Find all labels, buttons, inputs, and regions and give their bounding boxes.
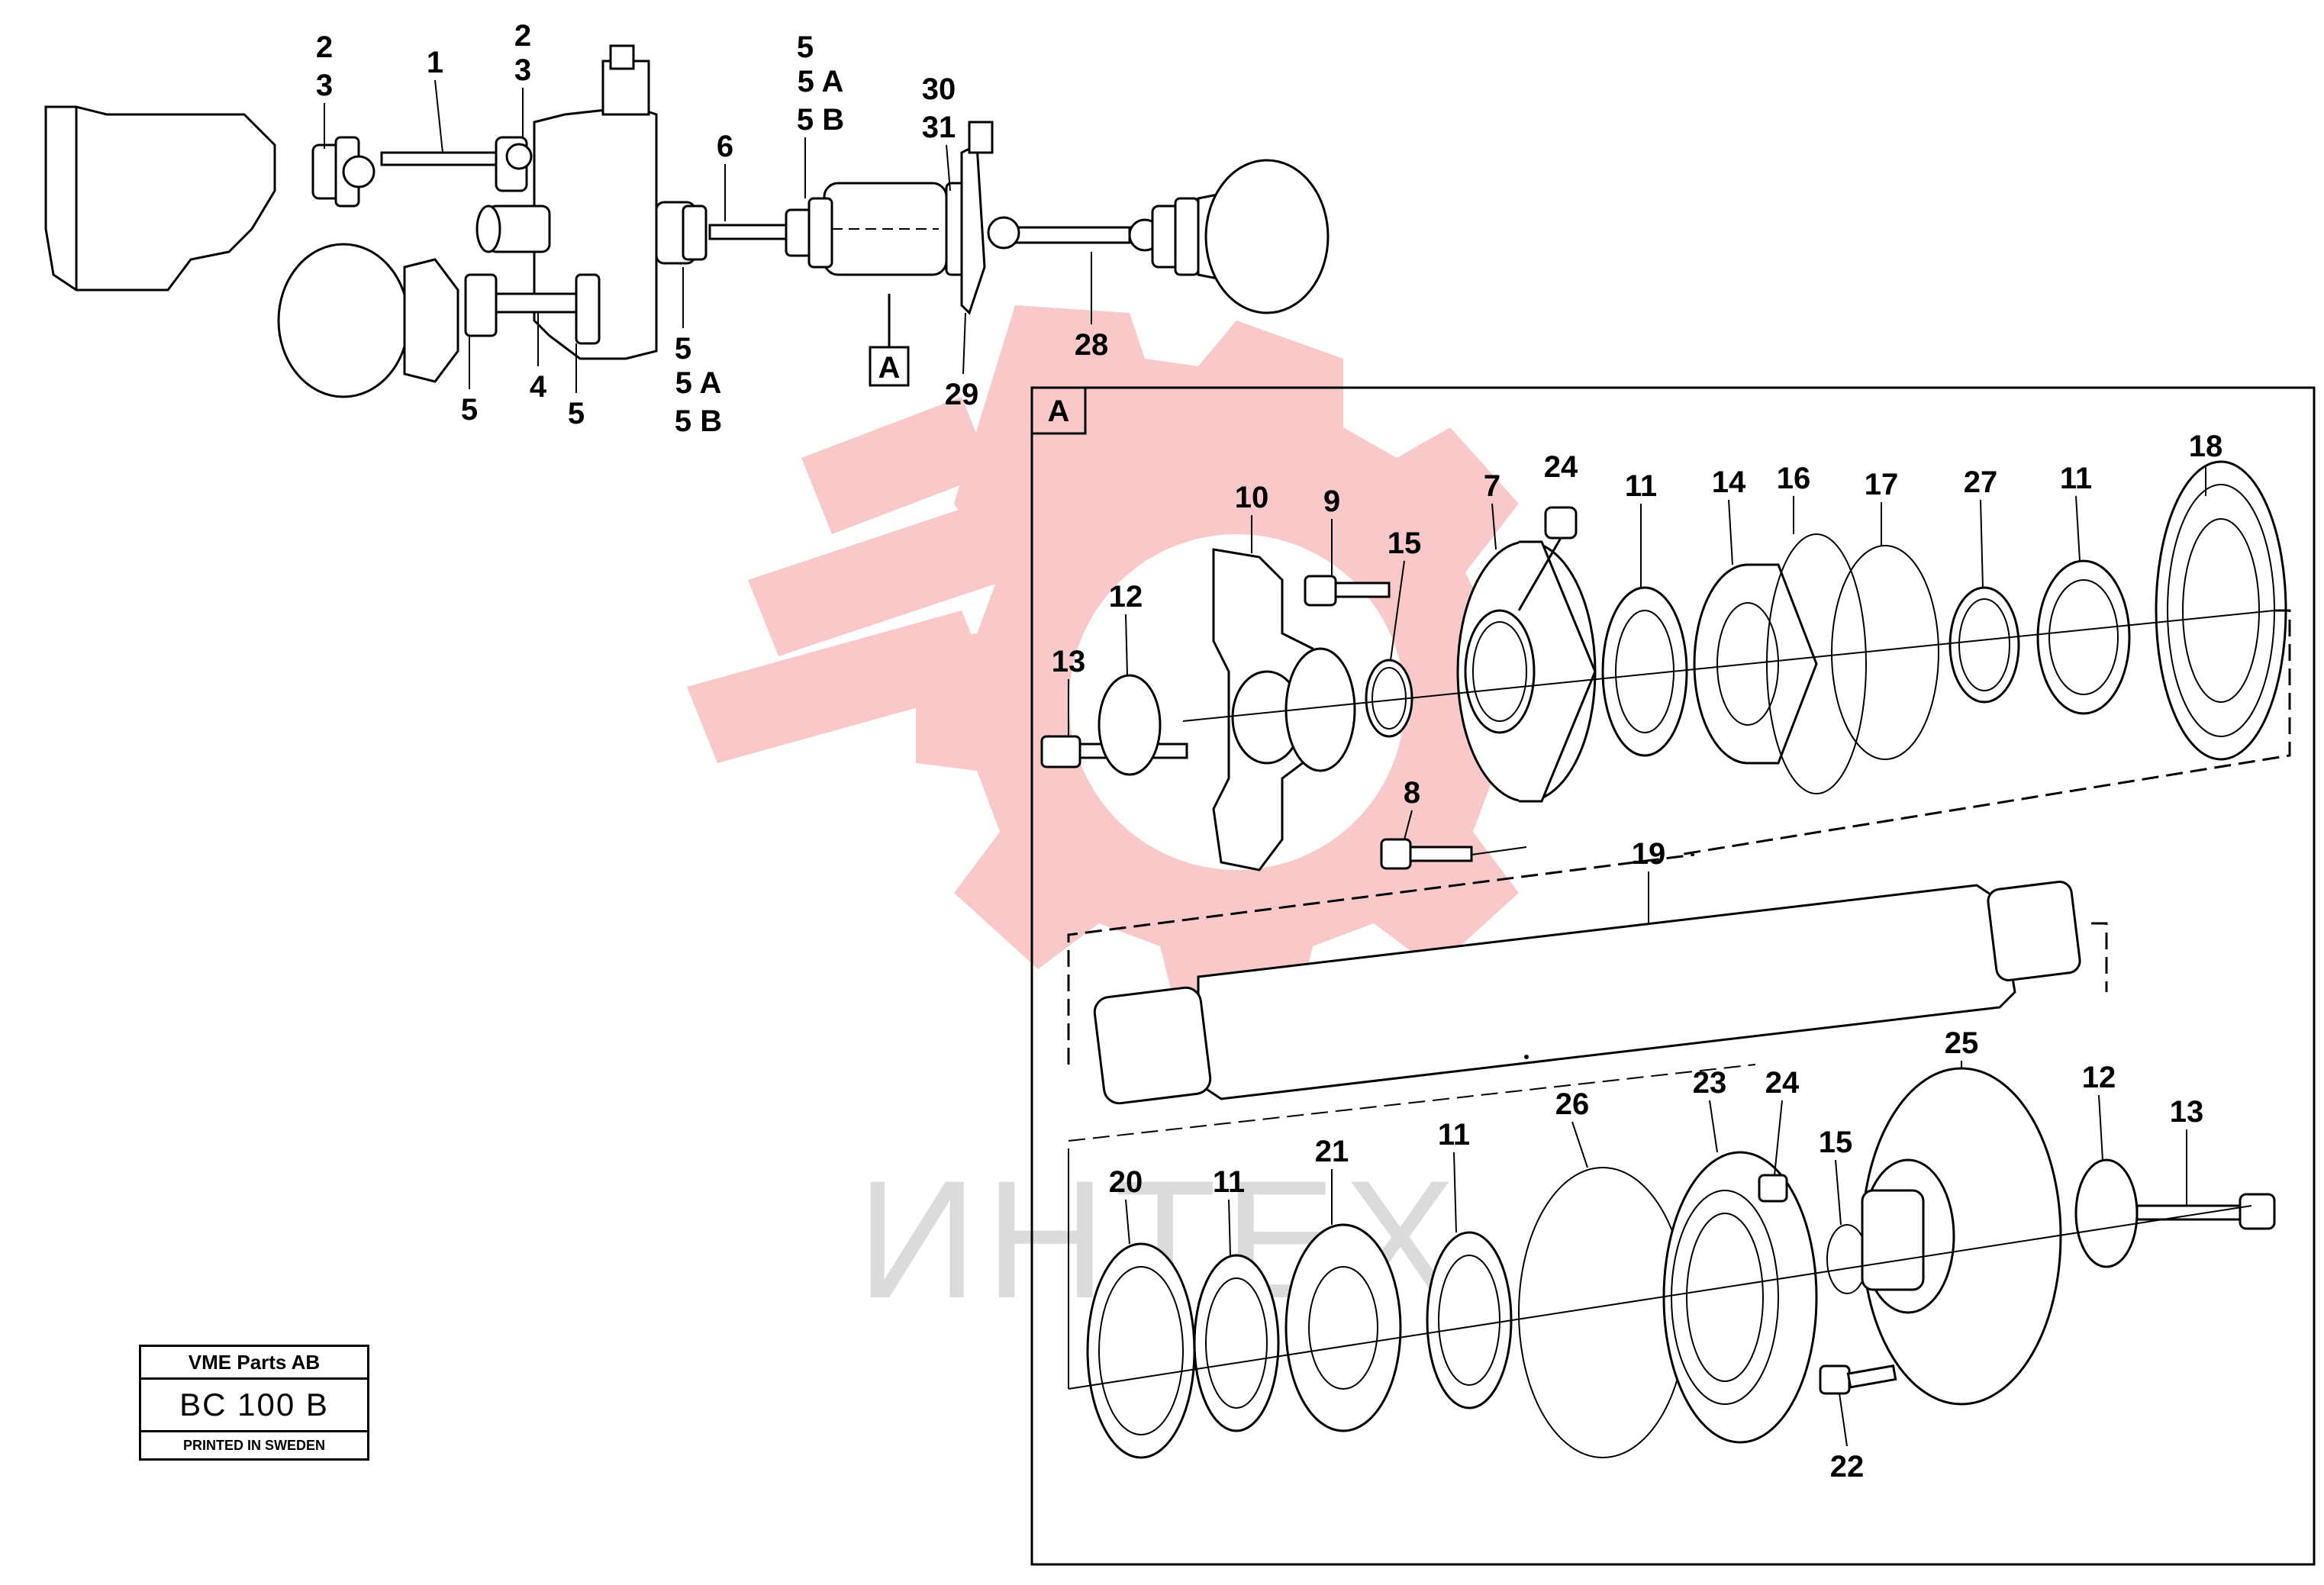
bolt-8 xyxy=(1380,838,1527,870)
title-company: VME Parts AB xyxy=(141,1347,367,1380)
housing-7 xyxy=(1456,540,1597,803)
label: 6 xyxy=(717,130,733,163)
label: 30 xyxy=(922,72,956,106)
bearing-14 xyxy=(1693,563,1818,765)
plug-24 xyxy=(1517,506,1578,611)
shaft-6 xyxy=(708,224,788,240)
label: 11 xyxy=(2060,462,2092,495)
detail-labels: 18 10 9 7 24 11 14 16 17 27 11 15 12 1 xyxy=(1052,430,2223,1484)
label: 11 xyxy=(1213,1165,1245,1199)
label: 15 xyxy=(1819,1126,1853,1159)
label: 16 xyxy=(1777,462,1811,495)
bearing-21 xyxy=(1284,1223,1402,1432)
title-block: VME Parts AB BC 100 B PRINTED IN SWEDEN xyxy=(139,1345,369,1461)
watermark-gear-icon xyxy=(916,305,1557,1007)
detail-marker-A: A xyxy=(1048,395,1070,428)
seal-11-upper xyxy=(1601,586,1688,757)
bolt-24-lower xyxy=(1758,1174,1788,1203)
label: 2 xyxy=(514,19,531,53)
oring-15-lower xyxy=(1826,1224,1868,1294)
shaft-19 xyxy=(1093,881,2081,1105)
label: 28 xyxy=(1075,328,1109,362)
label: 17 xyxy=(1865,468,1899,501)
label: 22 xyxy=(1830,1450,1865,1484)
seal-11-upper-right xyxy=(2036,559,2131,715)
label: 20 xyxy=(1109,1165,1143,1199)
title-code: BC 100 B xyxy=(141,1380,367,1432)
cover-18 xyxy=(2155,460,2287,761)
label: 9 xyxy=(1323,485,1340,518)
seal-11-lower xyxy=(1426,1231,1513,1409)
label: 12 xyxy=(2082,1061,2116,1094)
label: 18 xyxy=(2189,430,2223,463)
label: 21 xyxy=(1315,1135,1349,1168)
label: 1 xyxy=(427,46,443,79)
label: 5 B xyxy=(675,404,722,438)
watermark-wrench-icon xyxy=(687,397,1007,763)
bolt-9 xyxy=(1304,575,1391,607)
label: 25 xyxy=(1945,1026,1979,1060)
label: 2 xyxy=(316,31,333,64)
label: 4 xyxy=(530,370,547,404)
label: 26 xyxy=(1555,1087,1590,1121)
label: 3 xyxy=(514,53,531,87)
label: 29 xyxy=(945,378,979,411)
washer-12-lower xyxy=(2074,1158,2139,1268)
rear-axle-housing xyxy=(1204,159,1330,314)
bolt-22 xyxy=(1819,1364,1897,1395)
label: 19 xyxy=(1632,837,1666,871)
washer-20 xyxy=(1086,1242,1196,1459)
shaft-4 xyxy=(495,292,582,314)
label: 13 xyxy=(1052,645,1086,678)
label: 24 xyxy=(1544,450,1578,484)
bolt-13-lower xyxy=(2135,1193,2276,1230)
label: 5 xyxy=(461,393,478,427)
label: 5 A xyxy=(675,366,722,400)
label: 5 xyxy=(568,397,585,430)
label: 27 xyxy=(1964,466,1998,499)
label: 23 xyxy=(1693,1066,1727,1100)
washer-12 xyxy=(1098,674,1162,776)
label: 14 xyxy=(1712,466,1746,499)
overview-drivetrain: A 2 3 1 2 3 5 5 A 5 B 30 31 6 28 29 5 5 … xyxy=(44,19,1330,438)
label: 5 A xyxy=(798,65,844,98)
title-printed: PRINTED IN SWEDEN xyxy=(182,1438,325,1453)
seal-11-lower-left xyxy=(1193,1254,1280,1432)
front-axle-housing xyxy=(277,243,410,398)
shaft-28 xyxy=(1014,226,1131,244)
label: 11 xyxy=(1625,469,1657,503)
label: 24 xyxy=(1765,1066,1800,1100)
overview-marker-A: A xyxy=(878,351,901,385)
label: 5 B xyxy=(797,103,844,137)
ring-17 xyxy=(1831,545,1939,760)
oring-26 xyxy=(1518,1167,1687,1458)
label: 12 xyxy=(1109,580,1143,614)
detail-frame xyxy=(1030,386,2316,1566)
cover-23 xyxy=(1662,1151,1818,1444)
label: 31 xyxy=(922,111,956,144)
snapring-16 xyxy=(1766,533,1867,794)
label: 13 xyxy=(2170,1095,2204,1129)
watermark-logo xyxy=(687,305,1557,1007)
detail-A: A xyxy=(1030,386,2316,1566)
label: 10 xyxy=(1235,481,1269,514)
overview-labels: 2 3 1 2 3 5 5 A 5 B 30 31 6 28 29 5 5 A … xyxy=(316,19,1108,438)
label: 15 xyxy=(1388,527,1422,560)
label: 5 xyxy=(675,332,691,366)
engine-block xyxy=(44,105,276,292)
label: 11 xyxy=(1438,1118,1470,1152)
label: 7 xyxy=(1484,469,1500,503)
ring-27 xyxy=(1948,586,2020,704)
label: 5 xyxy=(797,31,814,64)
flange-25 xyxy=(1861,1067,2062,1406)
label: 3 xyxy=(316,69,333,102)
label: 8 xyxy=(1404,776,1420,810)
